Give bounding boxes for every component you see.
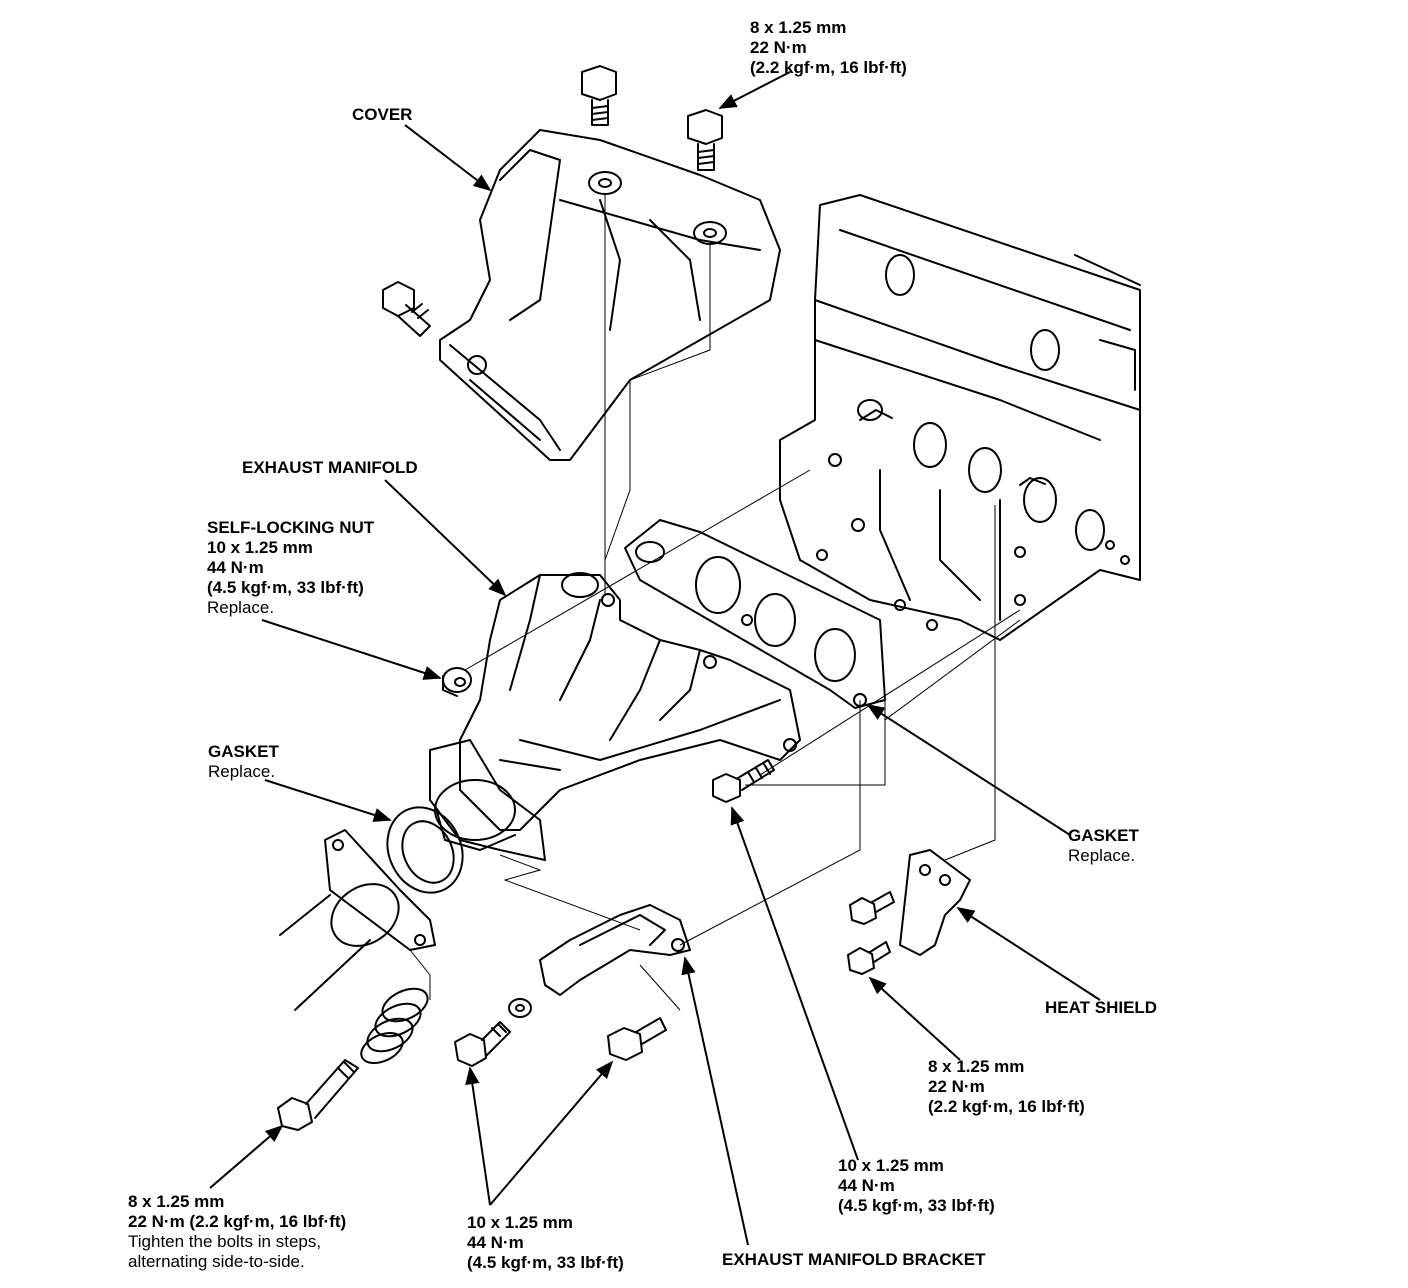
label-line: GASKET — [1068, 826, 1139, 845]
label-heat-shield: HEAT SHIELD — [1045, 998, 1157, 1018]
label-gasket-left: GASKET Replace. — [208, 742, 279, 782]
arrow-heat-shield-bolt — [868, 976, 961, 1061]
alignment-lines — [409, 195, 1021, 1011]
label-line: Replace. — [1068, 846, 1136, 865]
label-self-locking-nut: SELF-LOCKING NUT 10 x 1.25 mm 44 N·m (4.… — [207, 518, 374, 618]
label-line: Replace. — [208, 762, 276, 781]
arrow-cover — [404, 124, 492, 192]
label-line: 44 N·m — [838, 1176, 895, 1195]
arrow-heat-shield — [956, 907, 1101, 1001]
label-flange-bolt: 8 x 1.25 mm 22 N·m (2.2 kgf·m, 16 lbf·ft… — [128, 1192, 346, 1272]
label-line: 8 x 1.25 mm — [928, 1057, 1025, 1076]
arrow-flange-bolt — [209, 1124, 284, 1189]
label-line: 22 N·m — [928, 1077, 985, 1096]
label-line: alternating side-to-side. — [128, 1252, 305, 1271]
label-line: (4.5 kgf·m, 33 lbf·ft) — [838, 1196, 995, 1215]
label-line: SELF-LOCKING NUT — [207, 518, 375, 537]
self-locking-nut — [442, 667, 472, 697]
label-line: (2.2 kgf·m, 16 lbf·ft) — [750, 58, 907, 77]
arrow-manifold-bolt — [730, 806, 859, 1161]
label-line: GASKET — [208, 742, 279, 761]
label-heat-shield-bolt: 8 x 1.25 mm 22 N·m (2.2 kgf·m, 16 lbf·ft… — [928, 1057, 1085, 1117]
label-exhaust-manifold-bracket: EXHAUST MANIFOLD BRACKET — [722, 1250, 986, 1270]
label-line: 44 N·m — [467, 1233, 524, 1252]
label-cover: COVER — [352, 105, 412, 125]
label-line: Replace. — [207, 598, 275, 617]
label-line: (2.2 kgf·m, 16 lbf·ft) — [928, 1097, 1085, 1116]
label-line: 44 N·m — [207, 558, 264, 577]
bracket-bolt-left — [454, 1021, 511, 1067]
label-line: 10 x 1.25 mm — [838, 1156, 944, 1175]
label-line: 8 x 1.25 mm — [750, 18, 847, 37]
flange-bolt — [277, 1059, 359, 1131]
arrow-gasket-right — [866, 704, 1071, 836]
manifold-bolt — [712, 759, 775, 803]
label-line: EXHAUST MANIFOLD — [242, 458, 418, 477]
bracket-bolt-right — [607, 1017, 667, 1061]
label-line: 10 x 1.25 mm — [207, 538, 313, 557]
label-line: 22 N·m — [750, 38, 807, 57]
manifold-gasket-right — [624, 519, 886, 709]
leader-arrows — [209, 71, 1101, 1246]
engine-cylinder-head — [779, 194, 1141, 641]
label-gasket-right: GASKET Replace. — [1068, 826, 1139, 866]
heat-shield-bolt-2 — [847, 941, 891, 975]
cover-bolt-1 — [581, 65, 617, 126]
label-line: (4.5 kgf·m, 33 lbf·ft) — [467, 1253, 624, 1272]
label-line: Tighten the bolts in steps, — [128, 1232, 322, 1251]
label-line: 8 x 1.25 mm — [128, 1192, 225, 1211]
heat-shield — [899, 849, 971, 956]
label-line: (4.5 kgf·m, 33 lbf·ft) — [207, 578, 364, 597]
flange-gasket — [386, 806, 464, 894]
heat-shield-bolt-1 — [849, 891, 895, 925]
heat-shield-cover — [439, 129, 781, 461]
label-line: 22 N·m (2.2 kgf·m, 16 lbf·ft) — [128, 1212, 347, 1231]
bracket-washer — [508, 998, 532, 1018]
exhaust-pipe-flange — [279, 829, 436, 1011]
arrow-bracket-bolt-right — [489, 1060, 614, 1206]
label-line: EXHAUST MANIFOLD BRACKET — [722, 1250, 986, 1269]
label-top-torque: 8 x 1.25 mm 22 N·m (2.2 kgf·m, 16 lbf·ft… — [750, 18, 907, 78]
arrow-bracket — [681, 956, 749, 1246]
label-line: 10 x 1.25 mm — [467, 1213, 573, 1232]
arrow-top-torque — [718, 71, 791, 109]
exhaust-manifold-bracket — [539, 904, 691, 996]
label-exhaust-manifold: EXHAUST MANIFOLD — [242, 458, 418, 478]
arrow-self-locking-nut — [261, 619, 442, 680]
cover-bolt-2 — [687, 109, 723, 171]
label-line: COVER — [352, 105, 413, 124]
label-line: HEAT SHIELD — [1045, 998, 1158, 1017]
label-bracket-bolt: 10 x 1.25 mm 44 N·m (4.5 kgf·m, 33 lbf·f… — [467, 1213, 624, 1273]
arrow-exhaust-manifold — [384, 479, 507, 597]
arrow-gasket-left — [264, 779, 392, 822]
cover-side-bolt — [382, 281, 431, 337]
label-manifold-bolt: 10 x 1.25 mm 44 N·m (4.5 kgf·m, 33 lbf·f… — [838, 1156, 995, 1216]
flange-spring — [360, 987, 429, 1065]
arrow-bracket-bolt-left — [465, 1066, 491, 1206]
